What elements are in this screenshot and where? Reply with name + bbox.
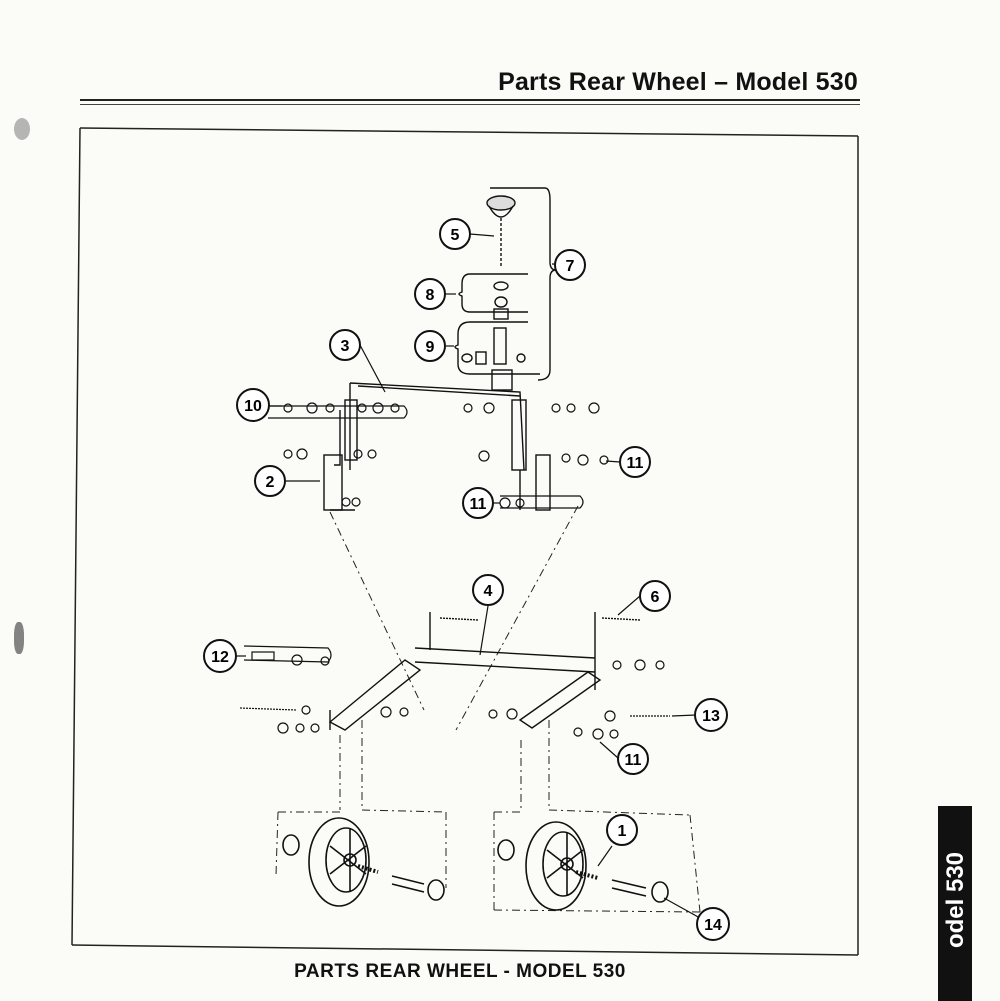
- callout-11a: 11: [619, 446, 651, 478]
- callout-9-label: 9: [426, 339, 435, 356]
- callout-4-label: 4: [484, 583, 493, 600]
- callout-6: 6: [639, 580, 671, 612]
- callout-5: 5: [439, 218, 471, 250]
- left-wheel: [282, 817, 445, 907]
- diagram-frame: [71, 127, 859, 956]
- construction-lines: [275, 505, 701, 913]
- upper-frame: [323, 382, 551, 511]
- diagram-caption: PARTS REAR WHEEL - MODEL 530: [294, 961, 626, 982]
- callout-1-label: 1: [618, 823, 627, 840]
- callout-11b-label: 11: [470, 496, 487, 513]
- callout-10-label: 10: [244, 398, 262, 415]
- callout-10: 10: [236, 388, 270, 422]
- lower-axle-frame: [328, 612, 641, 731]
- right-wheel: [497, 821, 669, 911]
- callout-12: 12: [203, 639, 237, 673]
- callout-8: 8: [414, 278, 446, 310]
- scan-mark-left: [14, 622, 24, 654]
- side-tab-label: odel 530: [942, 851, 969, 949]
- callout-7-label: 7: [566, 258, 575, 275]
- callout-9: 9: [414, 330, 446, 362]
- title-rule-thin: [80, 104, 860, 105]
- upper-handle-assembly: [454, 187, 557, 391]
- scan-mark-top-left: [14, 118, 30, 140]
- callout-8-label: 8: [426, 287, 435, 304]
- side-tab: odel 530: [938, 806, 972, 1001]
- callout-11a-label: 11: [627, 455, 644, 472]
- callout-2-label: 2: [266, 474, 275, 491]
- callout-13: 13: [694, 698, 728, 732]
- callout-3-label: 3: [341, 338, 350, 355]
- upper-hardware: [268, 402, 609, 509]
- callout-1: 1: [606, 814, 638, 846]
- callout-7: 7: [554, 249, 586, 281]
- title-rule: [80, 99, 860, 101]
- callout-11c: 11: [617, 743, 649, 775]
- callout-group: 1 2 3 4 5 6 7 8 9 10 11 11 11 12 13 14: [203, 218, 730, 941]
- callout-3: 3: [329, 329, 361, 361]
- lower-hardware: [239, 645, 670, 740]
- callout-4: 4: [472, 574, 504, 606]
- callout-12-label: 12: [211, 649, 229, 666]
- callout-2: 2: [254, 465, 286, 497]
- callout-11b: 11: [462, 487, 494, 519]
- callout-5-label: 5: [451, 227, 460, 244]
- callout-11c-label: 11: [625, 752, 642, 769]
- page-title: Parts Rear Wheel – Model 530: [498, 68, 858, 96]
- callout-14-label: 14: [704, 917, 722, 934]
- callout-14: 14: [696, 907, 730, 941]
- callout-13-label: 13: [702, 708, 720, 725]
- callout-6-label: 6: [651, 589, 660, 606]
- leader-lines: [236, 233, 701, 919]
